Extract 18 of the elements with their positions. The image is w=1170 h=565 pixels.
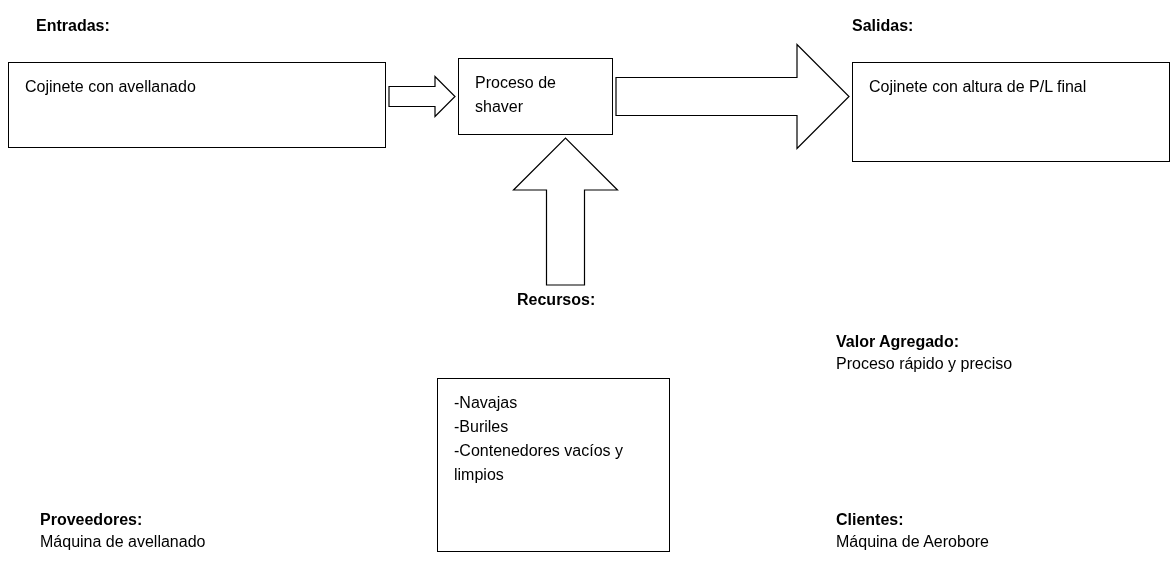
section-heading: Recursos: bbox=[517, 290, 596, 310]
section-heading: Proveedores: bbox=[40, 510, 143, 530]
block-arrow bbox=[615, 43, 850, 150]
box-text: Cojinete con avellanado bbox=[25, 77, 196, 97]
section-heading: Clientes: bbox=[836, 510, 904, 530]
box-text: -Buriles bbox=[454, 417, 509, 437]
description-text: Máquina de avellanado bbox=[40, 532, 206, 552]
description-text: Máquina de Aerobore bbox=[836, 532, 989, 552]
section-heading: Salidas: bbox=[852, 16, 914, 36]
box-text: -Contenedores vacíos y limpios bbox=[454, 441, 624, 485]
section-heading: Entradas: bbox=[36, 16, 110, 36]
box-text: -Navajas bbox=[454, 393, 518, 413]
section-heading: Valor Agregado: bbox=[836, 332, 959, 352]
block-arrow bbox=[388, 75, 456, 118]
description-text: Proceso rápido y preciso bbox=[836, 354, 1013, 374]
box-text: Proceso de shaver bbox=[475, 73, 557, 117]
box-text: Cojinete con altura de P/L final bbox=[869, 77, 1087, 97]
block-arrow bbox=[512, 137, 619, 286]
